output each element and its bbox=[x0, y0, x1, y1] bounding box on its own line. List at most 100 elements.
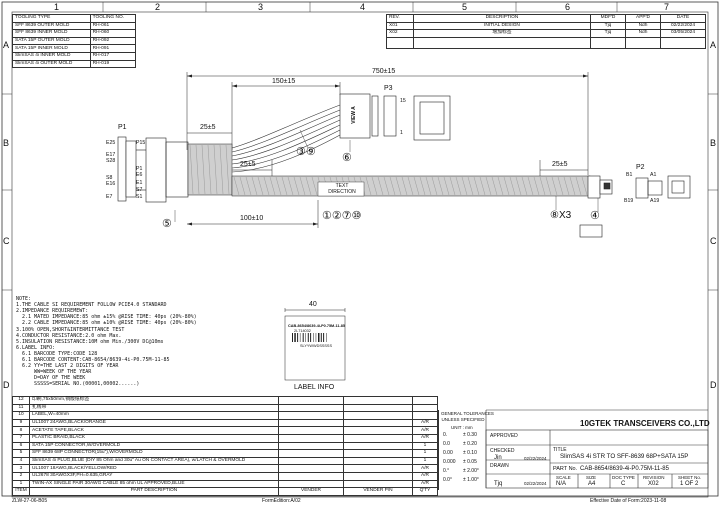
bom-item: 3 bbox=[12, 464, 30, 473]
note-line: 2.1 MATED IMPEDANCE:85 ohm ±15% @RISE TI… bbox=[16, 314, 197, 321]
bom-vender-pn bbox=[343, 471, 413, 481]
zone-col-3: 3 bbox=[258, 2, 264, 12]
tolerance-value: ± 0.05 bbox=[463, 459, 477, 465]
tooling-header-type: TOOLING TYPE bbox=[12, 14, 91, 23]
bom-vender bbox=[278, 464, 344, 473]
tolerance-precision: 0.0 bbox=[443, 441, 450, 447]
bom-item: 12 bbox=[12, 396, 30, 405]
bom-vender bbox=[278, 433, 344, 443]
balloon-1-2-7-10: ①②⑦⑩ bbox=[322, 210, 362, 222]
rev-header-rev: REV. bbox=[386, 14, 414, 23]
rev-description: 增加标签 bbox=[413, 29, 591, 38]
company-name: 10GTEK TRANSCEIVERS CO.,LTD bbox=[580, 419, 710, 428]
revision-table: REV. DESCRIPTION MDF'D APP'D DATE X01 IN… bbox=[386, 14, 706, 49]
bom-header-vender: VENDER bbox=[278, 487, 344, 496]
bom-qty: 1 bbox=[412, 456, 438, 466]
tooling-type: SFF 8639 OUTER MOLD bbox=[12, 21, 91, 31]
bom-description: UL1007 24AWG,BLACK/ORANGE bbox=[29, 418, 279, 428]
rev-header-desc: DESCRIPTION bbox=[413, 14, 591, 23]
doctype-label: DOC TYPE bbox=[612, 475, 635, 480]
bom-description: PLASTIC BRAID,BLACK bbox=[29, 433, 279, 443]
note-line: 6.2 YY=THE LAST 2 DIGITS OF YEAR bbox=[16, 363, 119, 370]
title-label: TITLE bbox=[553, 447, 567, 453]
tooling-no: RH-019 bbox=[89, 59, 137, 69]
bom-description: LABEL,W=40mm bbox=[29, 411, 279, 420]
bom-item: 5 bbox=[12, 449, 30, 458]
rev-approved-by: Ndh bbox=[625, 21, 661, 31]
revision-label: REVISION bbox=[643, 475, 665, 480]
zone-row-c-right: C bbox=[710, 236, 717, 246]
bom-qty: A/R bbox=[412, 464, 438, 473]
bom-vender-pn bbox=[343, 456, 413, 466]
bom-header-vender-pn: VENDER P/N bbox=[343, 487, 413, 496]
bom-description: TWIN-AX SINGLE PAIR 30AWG CABLE 85 ohm U… bbox=[29, 479, 279, 489]
zone-col-6: 6 bbox=[565, 2, 571, 12]
tooling-no: RH-061 bbox=[89, 21, 137, 31]
view-a-label: VIEW A bbox=[350, 106, 357, 124]
bom-vender bbox=[278, 449, 344, 458]
bom-vender-pn bbox=[343, 426, 413, 435]
p2-pin-label: B19 bbox=[624, 198, 634, 204]
dim-p1-25: 25±5 bbox=[200, 124, 216, 131]
approved-label: APPROVED bbox=[490, 433, 518, 439]
footer-form-code: ZLW-27-06-B05 bbox=[12, 498, 48, 504]
bom-vender bbox=[278, 396, 344, 405]
bom-vender bbox=[278, 471, 344, 481]
bom-vender-pn bbox=[343, 464, 413, 473]
note-line: 1.THE CABLE SI REQUIREMENT FOLLOW PCIE4.… bbox=[16, 302, 167, 309]
bom-header-item: ITEM bbox=[12, 487, 30, 496]
label-line-2: 2L714032 bbox=[294, 329, 311, 333]
zone-row-a-right: A bbox=[710, 40, 717, 50]
tolerance-precision: 0.0° bbox=[443, 477, 452, 483]
note-line: 6.LABEL INFO: bbox=[16, 344, 56, 351]
tolerance-value: ± 0.20 bbox=[463, 441, 477, 447]
bom-qty bbox=[412, 411, 438, 420]
zone-col-4: 4 bbox=[360, 2, 366, 12]
note-line: 5.INSULATION RESISTANCE:10M ohm Min./300… bbox=[16, 338, 164, 345]
tolerance-block: GENERAL TOLERANCES UNLESS SPECIFIED UNIT… bbox=[438, 410, 494, 490]
checked-name: Jin bbox=[494, 455, 502, 461]
balloon-4: ④ bbox=[590, 210, 600, 222]
p2-pin-label: A19 bbox=[650, 198, 660, 204]
p2-label: P2 bbox=[636, 164, 645, 171]
zone-row-a: A bbox=[3, 40, 10, 50]
bom-qty: 1 bbox=[412, 441, 438, 451]
p1-pin-label: E25 bbox=[106, 140, 116, 146]
note-line: 6.1 BARCODE CONTENT:CAB-8654/8639-4i-P0.… bbox=[16, 357, 170, 363]
balloon-5: ⑤ bbox=[162, 218, 172, 230]
bom-item: 1 bbox=[12, 479, 30, 489]
drawing-title: SlimSAS 4i STR TO SFF-8639 68P+SATA 15P bbox=[560, 453, 689, 460]
bom-vender bbox=[278, 456, 344, 466]
bom-description: SATA 15P CONNECTOR,W/OVERMOLD bbox=[29, 441, 279, 451]
p1-pin-label: S28 bbox=[106, 158, 116, 164]
zone-col-5: 5 bbox=[462, 2, 468, 12]
tooling-header-no: TOOLING NO. bbox=[89, 14, 137, 23]
tooling-no: RH-060 bbox=[89, 29, 137, 38]
checked-date: 02/22/2024 bbox=[524, 456, 547, 461]
tolerance-value: ± 0.30 bbox=[463, 432, 477, 438]
bom-item: 7 bbox=[12, 433, 30, 443]
label-line-1: CAB-8654/8639-4i-P0.75M-11-85 bbox=[288, 324, 345, 328]
zone-row-b-right: B bbox=[710, 138, 717, 148]
bom-description: ACETATE TAPE,BLACK bbox=[29, 426, 279, 435]
table-row: X02 增加标签 Tjq Ndh 03/05/2024 bbox=[386, 29, 706, 38]
scale-value: N/A bbox=[556, 481, 567, 487]
text-direction: TEXT DIRECTION bbox=[328, 183, 356, 195]
bom-item: 10 bbox=[12, 411, 30, 420]
zone-row-b: B bbox=[3, 138, 10, 148]
zone-col-2: 2 bbox=[155, 2, 161, 12]
tooling-type: SlimSAS 4i OUTER MOLD bbox=[12, 59, 91, 69]
bom-description: SFF 8639 68P CONNECTOR(15u"),W/OVERMOLD bbox=[29, 449, 279, 458]
bom-item: 11 bbox=[12, 403, 30, 413]
note-line: 2.IMPEDANCE REQUIREMEWT: bbox=[16, 308, 89, 315]
tolerance-precision: 0.00 bbox=[443, 450, 453, 456]
drawn-date: 02/22/2024 bbox=[524, 481, 547, 486]
rev-code: X01 bbox=[386, 21, 414, 31]
